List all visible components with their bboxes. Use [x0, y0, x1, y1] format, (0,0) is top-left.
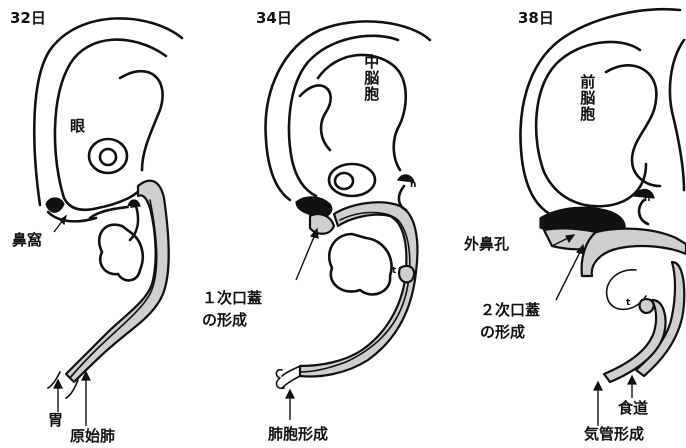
heart-label-38: h	[644, 194, 650, 204]
thyroid-label-34: t	[392, 266, 396, 276]
thyroid-34	[399, 266, 414, 282]
trachea-38	[604, 300, 666, 382]
primary-palate-label-line2: の形成	[202, 312, 247, 329]
forebrain-vesicle-label: 前脳胞	[578, 74, 595, 122]
heart-label-32: h	[128, 206, 134, 216]
arrow-palate-34	[296, 232, 316, 280]
primitive-lung-label: 原始肺	[70, 428, 115, 445]
face-lower-32	[48, 212, 96, 221]
external-nostril-label: 外鼻孔	[464, 236, 509, 253]
arrowhead-trachea-38	[594, 382, 602, 390]
thyroid-38	[640, 299, 654, 313]
arrow-palate-38	[556, 248, 582, 300]
panel-38-title: 38日	[518, 10, 554, 27]
stomach-label: 胃	[48, 412, 63, 429]
panel-32-title: 32日	[10, 10, 46, 27]
secondary-palate-label-line1: ２次口蓋	[480, 302, 540, 319]
alveolus-formation-label: 肺胞形成	[268, 426, 328, 443]
foregut-38	[582, 229, 686, 276]
secondary-palate-label-line2: の形成	[480, 324, 525, 341]
panel-32-drawing	[34, 18, 182, 426]
heart-tube-34	[399, 186, 406, 210]
tube-lower-32b	[66, 380, 78, 398]
optic-cup-34	[300, 85, 331, 150]
thyroid-label-38: t	[626, 298, 630, 308]
eye-inner-32	[100, 149, 116, 165]
nasal-pit-32	[46, 198, 64, 212]
lung-bud-34	[329, 234, 391, 294]
esophagus-label: 食道	[618, 400, 648, 417]
primary-palate-label-line1: １次口蓋	[202, 290, 262, 307]
eye-label: 眼	[70, 118, 85, 135]
midbrain-vesicle-label: 中脳胞	[362, 54, 379, 102]
panel-34-drawing	[266, 21, 430, 420]
heart-label-34: h	[410, 180, 416, 190]
lower-tubes-34a	[282, 366, 300, 376]
alveoli-tips-34	[276, 370, 284, 389]
brain-right-38	[670, 40, 684, 190]
head-outline-38	[521, 9, 680, 214]
foregut-lumen-32	[70, 200, 157, 378]
arrowhead-esophagus-38	[628, 376, 636, 384]
arrowhead-alveoli-34	[286, 390, 294, 398]
panel-34-title: 34日	[256, 10, 292, 27]
nasal-pit-label: 鼻窩	[12, 232, 42, 249]
lower-tubes-34b	[282, 376, 300, 388]
trachea-formation-label: 気管形成	[584, 426, 644, 443]
eye-outer-32	[89, 139, 127, 173]
forebrain-inner-38	[606, 65, 660, 186]
panel-38-drawing	[521, 9, 686, 426]
pharynx-fill-34	[310, 214, 334, 234]
eye-inner-34	[335, 173, 353, 189]
